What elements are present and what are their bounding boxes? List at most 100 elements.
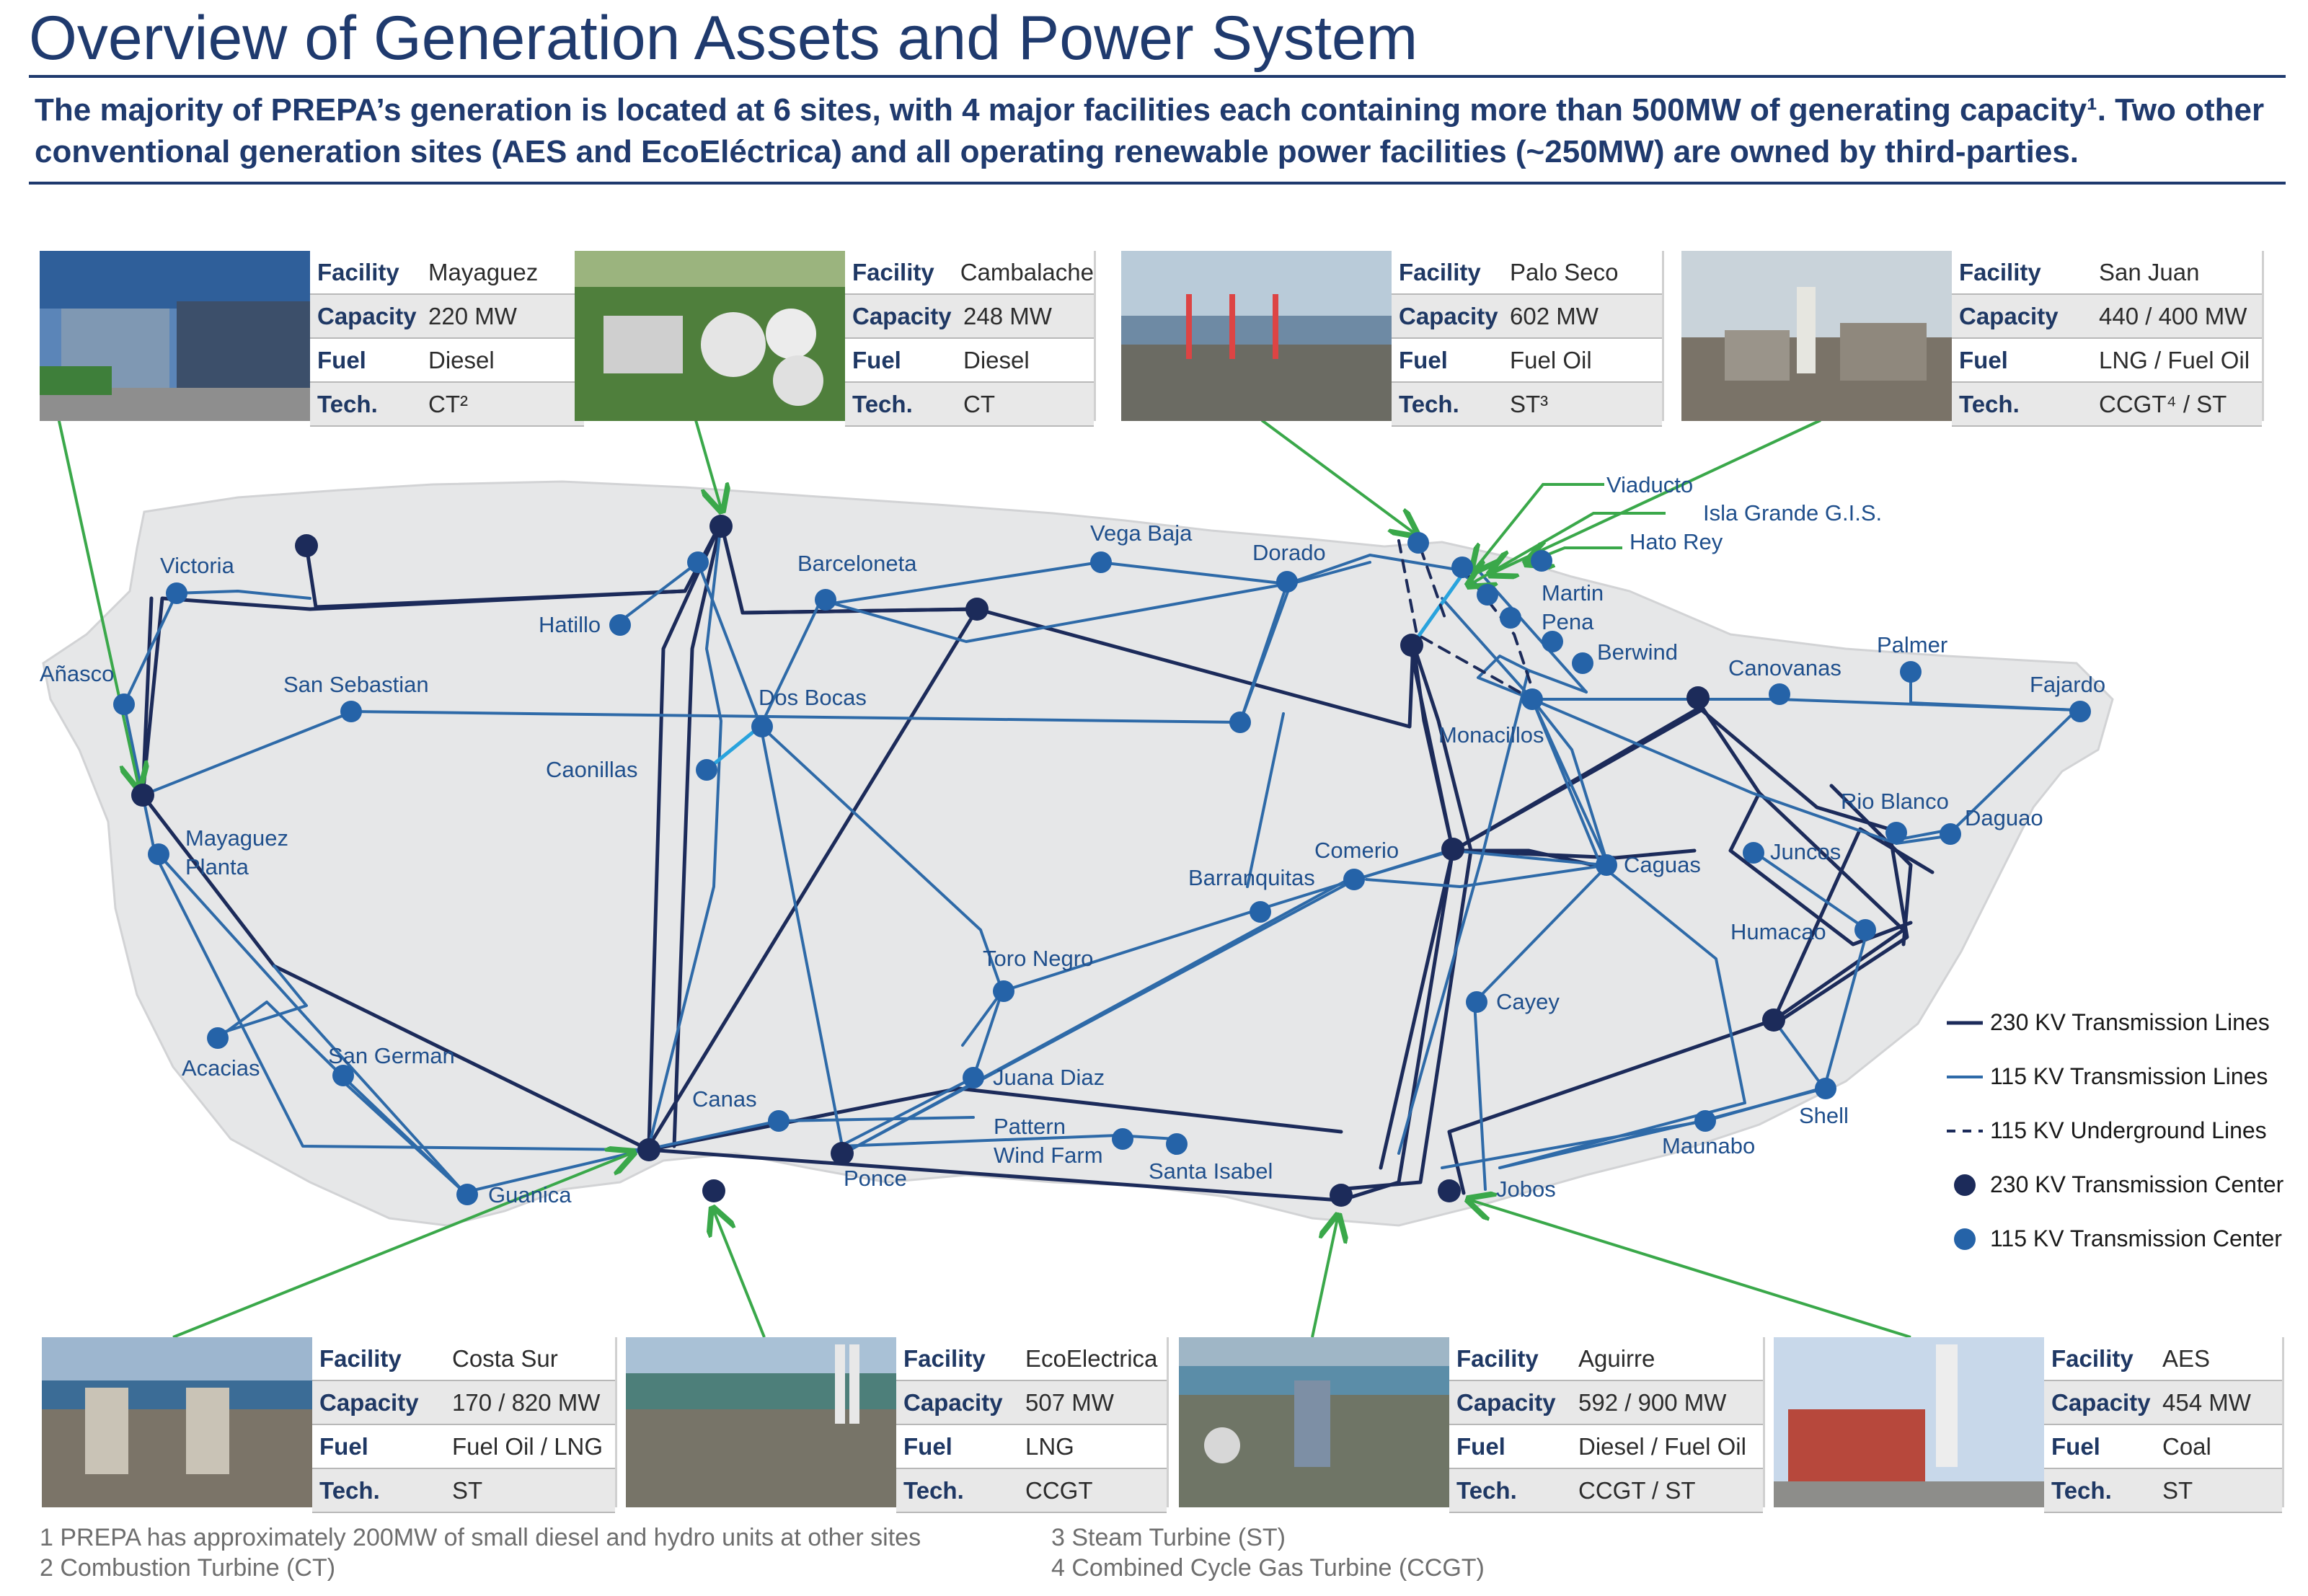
map-label: San Sebastian xyxy=(283,672,429,697)
fact-value: San Juan xyxy=(2099,258,2200,285)
map-label: Canas xyxy=(692,1086,757,1112)
fact-value: 507 MW xyxy=(1025,1388,1114,1416)
map-label: Vega Baja xyxy=(1090,520,1193,546)
fact-key: Tech. xyxy=(317,390,378,417)
center-115kv xyxy=(1229,711,1251,733)
footnote: 2 Combustion Turbine (CT) xyxy=(40,1554,336,1582)
fact-key: Capacity xyxy=(1399,302,1498,329)
center-115kv xyxy=(696,759,717,781)
fact-value: Cambalache xyxy=(960,258,1094,285)
center-230kv xyxy=(1762,1008,1785,1032)
footnote: 1 PREPA has approximately 200MW of small… xyxy=(40,1524,921,1551)
center-230kv xyxy=(131,784,154,807)
center-115kv xyxy=(1276,571,1298,593)
center-230kv xyxy=(1400,634,1423,657)
fact-key: Facility xyxy=(903,1344,986,1372)
map-label: Isla Grande G.I.S. xyxy=(1703,500,1882,526)
footnote: 3 Steam Turbine (ST) xyxy=(1051,1524,1286,1551)
fact-key: Facility xyxy=(317,258,399,285)
center-115kv xyxy=(1854,919,1876,941)
fact-value: 454 MW xyxy=(2162,1388,2251,1416)
fact-key: Capacity xyxy=(852,302,952,329)
footnote: 4 Combined Cycle Gas Turbine (CCGT) xyxy=(1051,1554,1485,1582)
fact-value: Costa Sur xyxy=(452,1344,558,1372)
fact-value: 248 MW xyxy=(963,302,1052,329)
center-115kv xyxy=(148,843,169,865)
fact-key: Fuel xyxy=(317,346,366,373)
fact-key: Capacity xyxy=(2051,1388,2151,1416)
center-115kv xyxy=(1500,607,1521,629)
map-label: Jobos xyxy=(1496,1176,1556,1202)
center-115kv xyxy=(1572,652,1593,674)
fact-value: AES xyxy=(2162,1344,2211,1372)
center-115kv xyxy=(768,1110,790,1132)
center-115kv xyxy=(751,716,773,737)
map-label: Victoria xyxy=(160,553,235,578)
fact-value: CCGT xyxy=(1025,1476,1093,1504)
fact-row: Capacity 454 MW xyxy=(2044,1381,2282,1425)
facility-photo xyxy=(1121,251,1392,421)
map-label: Maunabo xyxy=(1662,1133,1755,1158)
map-label: Añasco xyxy=(40,661,114,686)
line-230kv-icon xyxy=(1940,1010,1990,1036)
fact-row: Tech.ST xyxy=(2044,1469,2282,1513)
map-label: Hatillo xyxy=(539,612,601,637)
map-label-line: Pattern xyxy=(994,1114,1066,1139)
fact-row: Tech.CT² xyxy=(310,383,584,427)
fact-key: Capacity xyxy=(317,302,417,329)
center-115kv xyxy=(1250,901,1271,923)
fact-value: LNG / Fuel Oil xyxy=(2099,346,2250,373)
center-115kv xyxy=(456,1184,478,1205)
center-230kv xyxy=(1438,1179,1461,1202)
fact-key: Fuel xyxy=(1959,346,2008,373)
fact-value: ST xyxy=(452,1476,483,1504)
map-label: Acacias xyxy=(182,1055,260,1081)
fact-row: Tech. CCGT⁴ / ST xyxy=(1952,383,2262,427)
fact-row: Fuel LNG / Fuel Oil xyxy=(1952,339,2262,383)
fact-value: Fuel Oil / LNG xyxy=(452,1432,603,1460)
fact-value: CCGT⁴ / ST xyxy=(2099,390,2227,417)
fact-row: Tech. CCGT xyxy=(896,1469,1167,1513)
fact-key: Tech. xyxy=(852,390,913,417)
center-115kv xyxy=(993,980,1014,1002)
legend-label: 230 KV Transmission Lines xyxy=(1990,1009,2270,1035)
center-230kv xyxy=(295,534,318,557)
title-rule xyxy=(29,75,2286,78)
map-label: Rio Blanco xyxy=(1841,789,1949,814)
center-115kv xyxy=(1542,631,1563,652)
fact-value: 440 / 400 MW xyxy=(2099,302,2247,329)
fact-key: Fuel xyxy=(852,346,901,373)
fact-row: Capacity 248 MW xyxy=(845,295,1094,339)
center-115kv xyxy=(1940,823,1961,845)
center-115kv xyxy=(1407,532,1429,554)
fact-value: Fuel Oil xyxy=(1510,346,1592,373)
fact-key: Tech. xyxy=(1959,390,2020,417)
center-115kv xyxy=(166,582,187,604)
map-label: Daguao xyxy=(1965,805,2043,830)
map-label: Ponce xyxy=(844,1166,907,1191)
line-underground-icon xyxy=(1940,1118,1990,1144)
center-230kv xyxy=(702,1179,725,1202)
fact-key: Facility xyxy=(1456,1344,1539,1372)
center-115kv xyxy=(609,614,631,636)
legend-item: 115 KV Transmission Lines xyxy=(1940,1063,2268,1090)
dot-115kv-icon xyxy=(1940,1226,1990,1252)
map-label: Dos Bocas xyxy=(759,685,867,710)
fact-key: Tech. xyxy=(903,1476,964,1504)
map-label: Toro Negro xyxy=(983,946,1093,971)
subtitle-rule xyxy=(29,182,2286,185)
